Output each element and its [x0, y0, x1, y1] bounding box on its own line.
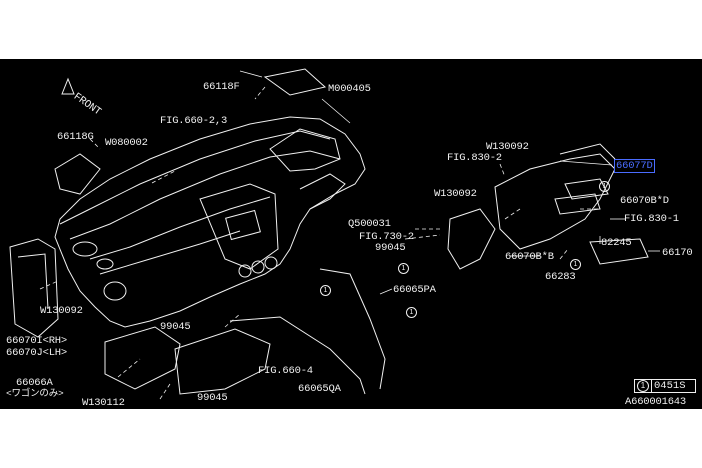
part-label-m000405: M000405 — [328, 83, 371, 95]
part-label-66283: 66283 — [545, 271, 576, 283]
part-label-66070bd: 66070B*D — [620, 195, 669, 207]
part-label-66070j-lh: 66070J<LH> — [6, 347, 68, 359]
part-label-w080002: W080002 — [105, 137, 148, 149]
part-label-w130092-top: W130092 — [486, 141, 529, 153]
badge-marker: 1 — [637, 380, 649, 392]
leader-lines — [39, 86, 600, 400]
parts-diagram: FRONT 66118F M000405 FIG.660-2,3 66118G … — [0, 59, 702, 409]
part-label-66066a: 66066A — [16, 377, 53, 389]
parts-drawing — [9, 68, 660, 400]
fig-ref-660-4: FIG.660-4 — [258, 365, 313, 377]
solid-leaders — [239, 70, 660, 295]
part-label-q500031: Q500031 — [348, 218, 391, 230]
part-label-66070i-rh: 66070I<RH> — [6, 335, 68, 347]
part-label-66077d-highlighted[interactable]: 66077D — [614, 159, 655, 173]
part-label-99045-a: 99045 — [375, 242, 406, 254]
badge-divider — [651, 380, 652, 392]
part-label-66065qa: 66065QA — [298, 383, 341, 395]
part-label-66118g: 66118G — [57, 131, 94, 143]
part-label-99045-b: 99045 — [160, 321, 191, 333]
callout-marker-1: 1 — [570, 259, 581, 270]
fig-ref-730-2: FIG.730-2 — [359, 231, 414, 243]
part-label-w130092-left: W130092 — [40, 305, 83, 317]
callout-marker-1: 1 — [599, 181, 610, 192]
part-label-82245: 82245 — [601, 237, 632, 249]
dashboard-outline — [9, 68, 649, 395]
wagon-only-note: <ワゴンのみ> — [6, 388, 64, 399]
badge-code: 0451S — [654, 380, 686, 392]
part-label-66065pa: 66065PA — [393, 284, 436, 296]
part-label-w130092-mid: W130092 — [434, 188, 477, 200]
callout-marker-1: 1 — [406, 307, 417, 318]
part-label-99045-c: 99045 — [197, 392, 228, 404]
drawing-number: A660001643 — [625, 396, 687, 408]
part-label-66118f: 66118F — [203, 81, 240, 93]
part-label-w130112: W130112 — [82, 397, 125, 409]
callout-marker-1: 1 — [320, 285, 331, 296]
standard-part-badge: 1 0451S — [634, 379, 696, 393]
fig-ref-830-1: FIG.830-1 — [624, 213, 679, 225]
callout-marker-1: 1 — [398, 263, 409, 274]
fig-ref-660-2-3: FIG.660-2,3 — [160, 115, 228, 127]
part-label-66070bb: 66070B*B — [505, 251, 554, 263]
part-label-66170: 66170 — [662, 247, 693, 259]
fig-ref-830-2: FIG.830-2 — [447, 152, 502, 164]
